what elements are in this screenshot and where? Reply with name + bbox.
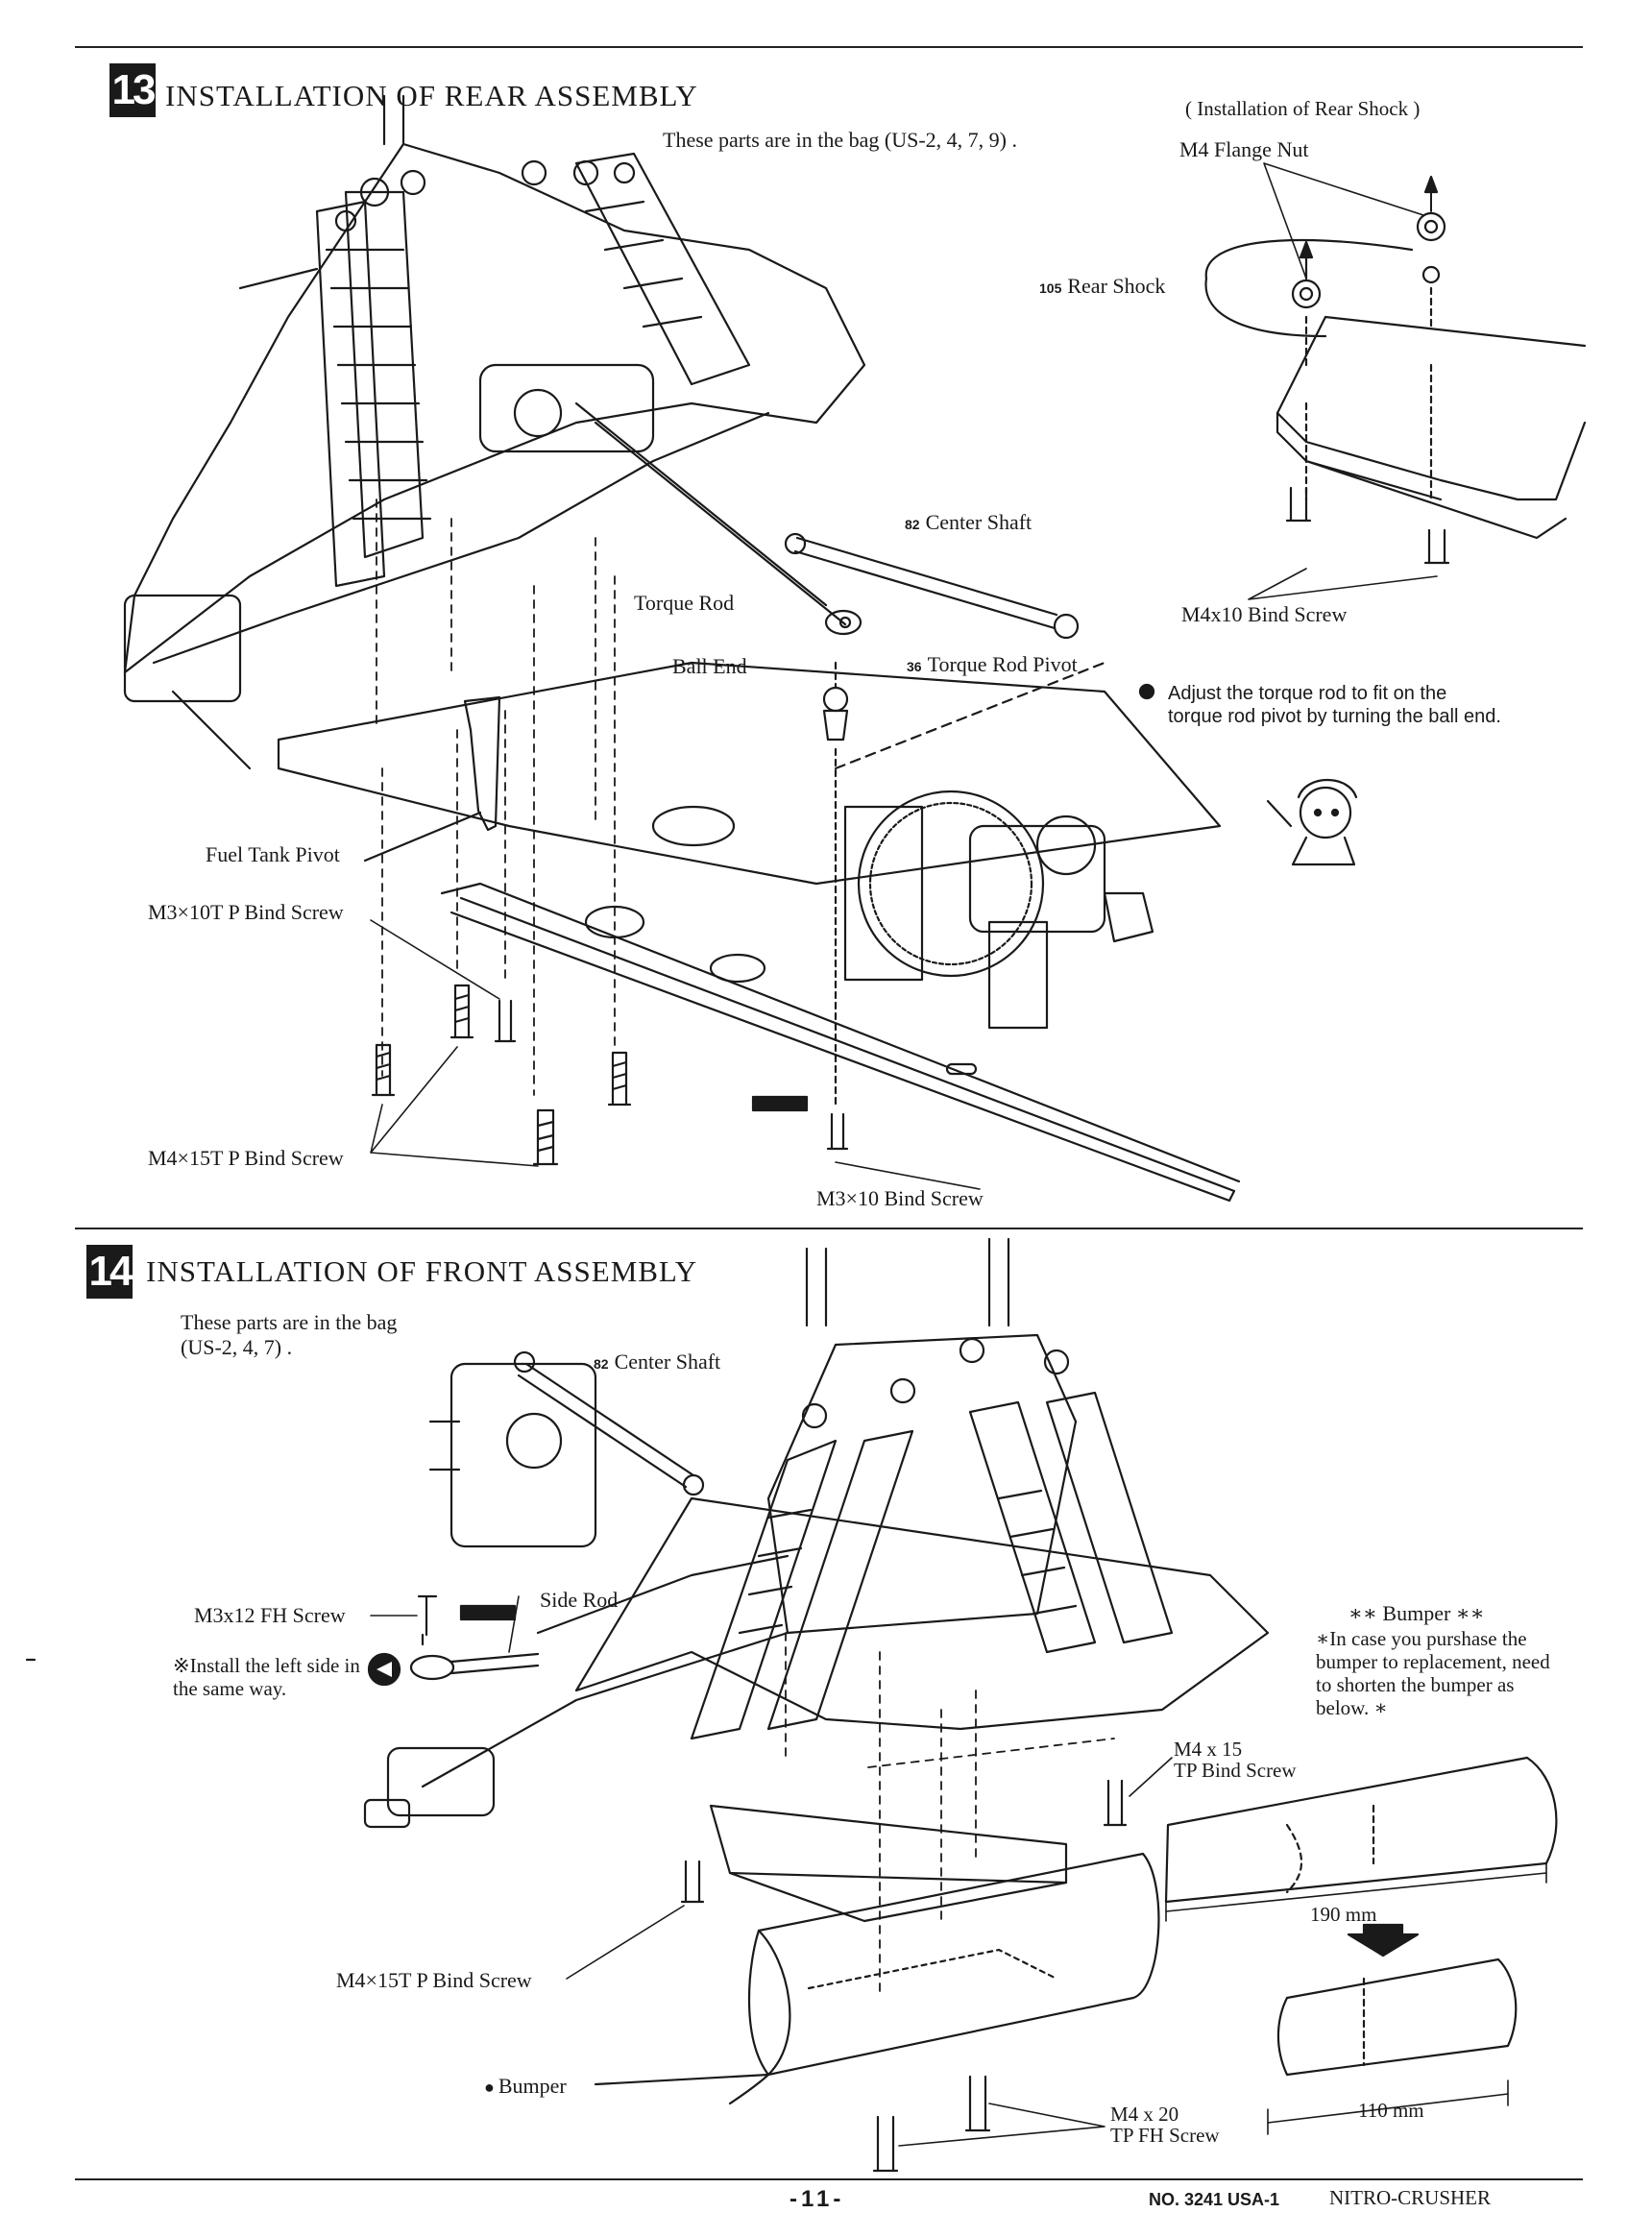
torque-rod-label: Torque Rod [634,591,735,615]
step-14-title: INSTALLATION OF FRONT ASSEMBLY [146,1254,698,1288]
m4x10-bind-screw-label: M4x10 Bind Screw [1181,602,1348,626]
m4x15tp-bind-screw-label-13: M4×15T P Bind Screw [148,1146,344,1170]
section-divider [75,1228,1583,1229]
rear-shock-box-title: ( Installation of Rear Shock ) [1185,97,1421,120]
bumper-label: ●Bumper [484,2074,567,2098]
torque-rod-pivot-label: 36 Torque Rod Pivot [907,652,1078,676]
bumper-text: Bumper [498,2074,567,2098]
m4-flange-nut-label: M4 Flange Nut [1179,137,1309,161]
front-screws [566,1757,1173,2173]
step-13-title: INSTALLATION OF REAR ASSEMBLY [165,79,698,112]
m4x15-tp-bind-screw-label: M4 x 15 TP Bind Screw [1174,1738,1297,1782]
m3x12-fh-screw-label: M3x12 FH Screw [194,1603,346,1627]
center-shaft-label-13: 82 Center Shaft [905,510,1032,534]
center-shaft-part-number-13: 82 [905,517,920,532]
center-shaft-part-number-14: 82 [594,1356,609,1372]
center-shaft-label-14: 82 Center Shaft [594,1350,720,1374]
torque-rod-pivot-part-number: 36 [907,659,922,674]
doc-number: NO. 3241 USA-1 [1149,2190,1280,2209]
install-left-note: ※Install the left side in the same way. [173,1654,360,1700]
bumper-part [594,1852,1160,2105]
adjust-torque-rod-note: Adjust the torque rod to fit on the torq… [1168,683,1501,727]
torque-rod-pivot-text: Torque Rod Pivot [927,652,1078,676]
step-14-number: 14 [86,1245,133,1299]
bumper-box-title: ∗∗ Bumper ∗∗ [1348,1601,1485,1625]
center-shaft-14 [513,1350,705,1496]
fuel-tank-pivot-label: Fuel Tank Pivot [206,842,340,866]
mascot-icon [1266,778,1358,866]
rear-shock-label: 105 Rear Shock [1039,274,1166,298]
torque-rod-pivot [822,661,849,1106]
footer-rule [75,2178,1583,2180]
fuel-tank-pivot [363,695,501,863]
rear-gearbox-shocks [123,94,866,770]
m3x10-bind-screw-label: M3×10 Bind Screw [816,1186,984,1210]
spur-gear-assembly [834,661,1154,1030]
top-rule [75,46,1583,48]
rear-screw-leader-lines [370,919,981,1190]
step-13-number: 13 [109,63,156,117]
step-13-bag-note: These parts are in the bag (US-2, 4, 7, … [663,128,1018,152]
install-guide-lines [376,499,616,1096]
step-14-bag-note: These parts are in the bag (US-2, 4, 7) … [181,1310,398,1359]
bullet-icon [1138,683,1155,700]
product-name: NITRO-CRUSHER [1329,2186,1492,2209]
front-install-lines [785,1632,1115,1999]
center-shaft-13 [784,532,1080,640]
center-shaft-text-13: Center Shaft [925,510,1032,534]
front-chassis [363,1237,1270,1923]
length-after-label: 110 mm [1358,2099,1424,2122]
length-before-label: 190 mm [1310,1903,1377,1926]
m4x20-tp-fh-screw-label: M4 x 20 TP FH Screw [1110,2103,1220,2147]
bumper-shorten-note: ∗In case you purshase the bumper to repl… [1316,1627,1550,1719]
side-rod [367,1594,540,1687]
bumper-part-icon: ● [484,2078,495,2097]
center-shaft-text-14: Center Shaft [614,1350,721,1374]
m3x10tp-bind-screw-label: M3×10T P Bind Screw [148,900,344,924]
page-number: -11- [790,2186,845,2212]
rear-chassis-plate [277,661,1241,1203]
bumper-shorten-diagram [1164,1756,1558,2135]
rear-shock-text: Rear Shock [1067,274,1166,298]
rear-shock-part-number: 105 [1039,280,1062,296]
m4x15tp-bind-screw-label-14: M4×15T P Bind Screw [336,1968,532,1992]
rear-shock-inset [1204,162,1587,600]
torque-rod [574,401,862,636]
rear-screws [371,984,849,1166]
